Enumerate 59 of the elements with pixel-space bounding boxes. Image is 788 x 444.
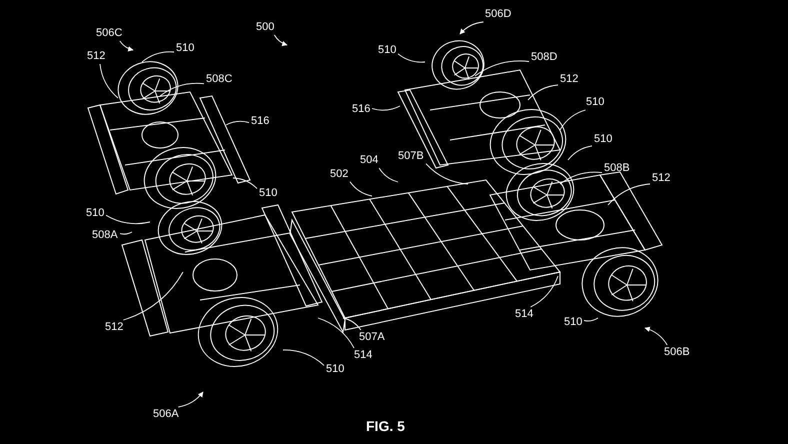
leader-line bbox=[282, 350, 324, 366]
leader-line bbox=[474, 60, 530, 76]
callout-number: 510 bbox=[259, 187, 278, 200]
callout-number: 506D bbox=[485, 8, 512, 21]
leader-line bbox=[120, 232, 132, 235]
arrow bbox=[274, 34, 288, 46]
leader-line bbox=[100, 64, 118, 98]
callout-number: 516 bbox=[251, 115, 270, 128]
leader-line bbox=[568, 145, 592, 160]
callout-number: 510 bbox=[378, 44, 396, 57]
callout-number: 508D bbox=[531, 51, 558, 64]
leader-line bbox=[142, 51, 174, 62]
callout-number: 508B bbox=[604, 162, 630, 175]
callout-number: 502 bbox=[330, 168, 348, 181]
arrow bbox=[178, 392, 204, 408]
leader-line bbox=[226, 120, 250, 126]
callout-number: 512 bbox=[87, 50, 106, 63]
callout-number: 510 bbox=[594, 133, 612, 146]
leader-line bbox=[608, 184, 650, 206]
leader-line bbox=[528, 84, 558, 100]
figure-caption: FIG. 5 bbox=[366, 418, 405, 434]
arrow bbox=[460, 22, 484, 34]
leader-line bbox=[232, 178, 258, 190]
leader-line bbox=[122, 272, 184, 320]
callout-number: 506B bbox=[664, 346, 690, 359]
callout-number: 506C bbox=[96, 27, 122, 40]
callout-number: 514 bbox=[515, 308, 534, 321]
callout-number: 510 bbox=[586, 96, 604, 109]
callout-number: 506A bbox=[153, 408, 179, 421]
leader-line bbox=[426, 163, 468, 184]
callout-number: 507B bbox=[398, 150, 424, 163]
leader-line bbox=[530, 276, 558, 308]
callout-number: 512 bbox=[652, 172, 670, 185]
callout-number: 512 bbox=[105, 321, 124, 334]
leader-line bbox=[318, 318, 354, 348]
callout-number: 514 bbox=[354, 349, 372, 362]
leader-line bbox=[106, 214, 150, 224]
callout-number: 510 bbox=[176, 42, 194, 55]
leader-line bbox=[398, 53, 426, 63]
leader-line bbox=[372, 106, 400, 111]
callout-number: 507A bbox=[359, 331, 385, 344]
leader-line bbox=[584, 318, 598, 322]
callout-number: 512 bbox=[560, 73, 578, 86]
callout-number: 510 bbox=[564, 316, 582, 329]
callout-number: 508C bbox=[206, 73, 232, 86]
callout-number: 504 bbox=[360, 154, 378, 167]
arrow bbox=[119, 40, 134, 52]
leader-line bbox=[560, 172, 602, 184]
callout-number: 508A bbox=[92, 229, 118, 242]
callout-number: 516 bbox=[352, 103, 370, 116]
callout-number: 510 bbox=[86, 207, 104, 220]
callout-number: 510 bbox=[326, 363, 344, 376]
callout-number: 500 bbox=[256, 21, 274, 34]
leader-line bbox=[378, 168, 398, 182]
leader-line bbox=[342, 318, 362, 330]
arrow bbox=[644, 326, 668, 346]
leader-line bbox=[560, 110, 586, 130]
leader-line bbox=[160, 82, 204, 96]
leader-line bbox=[350, 181, 372, 196]
